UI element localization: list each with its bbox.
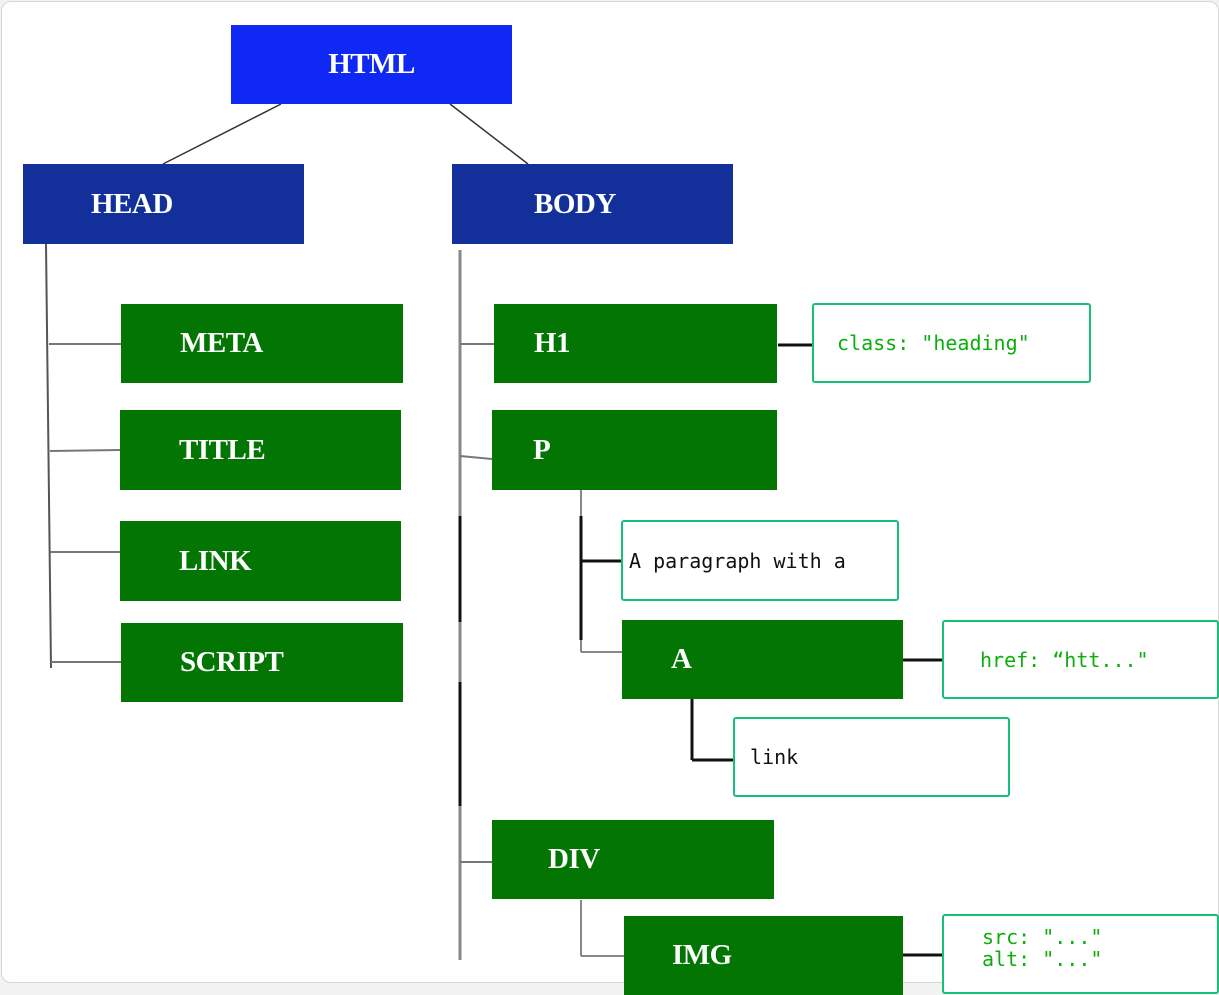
node-meta: META xyxy=(121,304,403,383)
edge-html-head xyxy=(162,103,282,165)
attr-img-src-text: src: "..." xyxy=(982,925,1103,949)
text-node-paragraph: A paragraph with a xyxy=(621,520,899,601)
attr-img: src: "..." alt: "..." xyxy=(942,914,1219,994)
node-h1-label: H1 xyxy=(534,327,571,359)
node-div: DIV xyxy=(492,820,774,899)
node-p-label: P xyxy=(533,433,551,466)
node-head: HEAD xyxy=(23,164,304,244)
edge-html-body xyxy=(449,103,529,165)
node-title: TITLE xyxy=(120,410,401,490)
attr-a-href-text: href: “htt..." xyxy=(980,647,1149,672)
edge-head-trunk xyxy=(45,243,52,669)
text-node-paragraph-text: A paragraph with a xyxy=(629,548,846,573)
attr-h1-class-text: class: "heading" xyxy=(837,331,1030,355)
node-link: LINK xyxy=(120,521,401,601)
node-a-label: A xyxy=(671,643,692,675)
node-html-label: HTML xyxy=(328,48,415,80)
node-h1: H1 xyxy=(494,304,777,383)
node-div-label: DIV xyxy=(548,843,600,875)
node-a: A xyxy=(622,620,903,699)
node-link-label: LINK xyxy=(179,544,252,577)
node-img: IMG xyxy=(624,916,903,995)
text-node-link: link xyxy=(733,717,1010,797)
node-body-label: BODY xyxy=(534,187,616,220)
attr-h1-class: class: "heading" xyxy=(812,303,1091,383)
text-node-link-text: link xyxy=(750,745,799,769)
node-script: SCRIPT xyxy=(121,623,403,702)
node-body: BODY xyxy=(452,164,733,244)
node-meta-label: META xyxy=(180,327,263,359)
attr-a-href: href: “htt..." xyxy=(942,620,1219,699)
node-html: HTML xyxy=(231,25,512,104)
connector-lines xyxy=(45,103,1056,960)
node-p: P xyxy=(492,410,777,490)
node-img-label: IMG xyxy=(672,939,732,971)
attr-img-alt-text: alt: "..." xyxy=(982,947,1103,971)
node-script-label: SCRIPT xyxy=(180,646,284,678)
node-title-label: TITLE xyxy=(179,433,266,466)
edge-head-title xyxy=(49,449,121,452)
node-head-label: HEAD xyxy=(91,187,173,220)
edge-body-p xyxy=(459,455,493,460)
